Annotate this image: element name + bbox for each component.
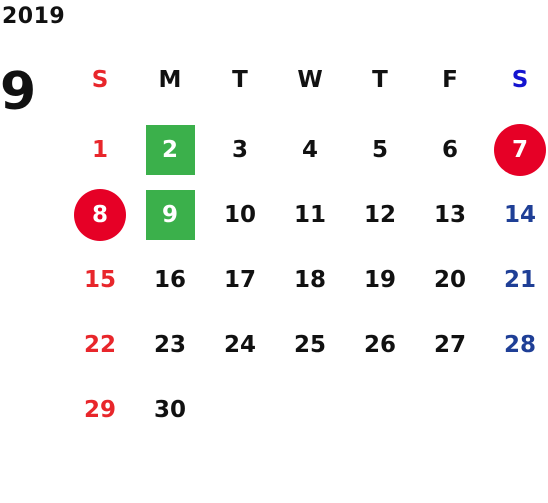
highlight-square-marker [145,125,195,175]
day-number: 10 [223,202,256,228]
day-number: 17 [223,267,256,293]
year-label: 2019 [2,4,66,29]
weekday-label: M [158,67,182,93]
month-number: 9 [0,62,37,122]
day-cell[interactable]: 3 [205,125,275,175]
day-number: 26 [363,332,396,358]
day-cell[interactable]: 13 [415,190,485,240]
day-number: 13 [433,202,466,228]
day-cell[interactable]: 16 [135,255,205,305]
day-number: 4 [301,137,318,163]
day-cell[interactable]: 1 [65,125,135,175]
weekday-label: W [297,67,323,93]
day-cell[interactable]: 10 [205,190,275,240]
day-cell[interactable]: 29 [65,385,135,435]
weekday-header-6: S [485,55,548,105]
day-cell[interactable]: 27 [415,320,485,370]
day-number: 16 [153,267,186,293]
week-row: 15 16 17 18 19 20 21 [65,255,548,305]
day-cell[interactable]: 4 [275,125,345,175]
weekday-header-5: F [415,55,485,105]
day-cell[interactable]: 26 [345,320,415,370]
week-row: 8 9 10 11 12 13 14 [65,189,548,241]
day-number: 29 [83,397,116,423]
week-row: 22 23 24 25 26 27 28 [65,320,548,370]
day-cell[interactable]: 18 [275,255,345,305]
week-row: 1 2 3 4 5 6 7 [65,124,548,176]
day-cell[interactable]: 17 [205,255,275,305]
weekday-label: T [372,67,388,93]
day-cell[interactable]: 24 [205,320,275,370]
day-cell[interactable]: 5 [345,125,415,175]
day-cell[interactable]: 9 [135,190,205,240]
day-number: 22 [83,332,116,358]
day-cell[interactable]: 8 [65,189,135,241]
day-cell[interactable]: 28 [485,320,548,370]
day-number: 9 [161,202,178,228]
day-number: 25 [293,332,326,358]
day-cell[interactable]: 20 [415,255,485,305]
day-number: 30 [153,397,186,423]
weekday-label: T [232,67,248,93]
weekday-label: S [91,67,109,93]
day-cell[interactable]: 15 [65,255,135,305]
weekday-label: F [442,67,458,93]
day-number: 8 [91,202,108,228]
day-cell[interactable]: 30 [135,385,205,435]
highlight-square-marker [145,190,195,240]
weekday-header-1: M [135,55,205,105]
day-cell[interactable]: 2 [135,125,205,175]
day-number: 19 [363,267,396,293]
day-cell[interactable]: 7 [485,124,548,176]
weekday-label: S [511,67,529,93]
day-number: 2 [161,137,178,163]
day-number: 5 [371,137,388,163]
day-number: 3 [231,137,248,163]
day-cell[interactable]: 25 [275,320,345,370]
day-number: 11 [293,202,326,228]
day-number: 6 [441,137,458,163]
day-number: 15 [83,267,116,293]
weekday-header-2: T [205,55,275,105]
day-cell[interactable]: 23 [135,320,205,370]
day-cell[interactable]: 14 [485,190,548,240]
day-number: 1 [91,137,108,163]
weekday-header-0: S [65,55,135,105]
day-cell[interactable]: 19 [345,255,415,305]
week-row: 29 30 [65,385,548,435]
day-cell[interactable]: 11 [275,190,345,240]
holiday-circle-marker [74,189,126,241]
day-number: 27 [433,332,466,358]
day-cell[interactable]: 21 [485,255,548,305]
day-number: 21 [503,267,536,293]
day-number: 20 [433,267,466,293]
day-cell[interactable]: 22 [65,320,135,370]
day-cell[interactable]: 12 [345,190,415,240]
weekday-header-4: T [345,55,415,105]
day-number: 24 [223,332,256,358]
day-cell[interactable]: 6 [415,125,485,175]
day-number: 12 [363,202,396,228]
day-number: 14 [503,202,536,228]
day-number: 7 [511,137,528,163]
day-number: 23 [153,332,186,358]
day-number: 28 [503,332,536,358]
holiday-circle-marker [494,124,546,176]
day-number: 18 [293,267,326,293]
weekday-header-3: W [275,55,345,105]
